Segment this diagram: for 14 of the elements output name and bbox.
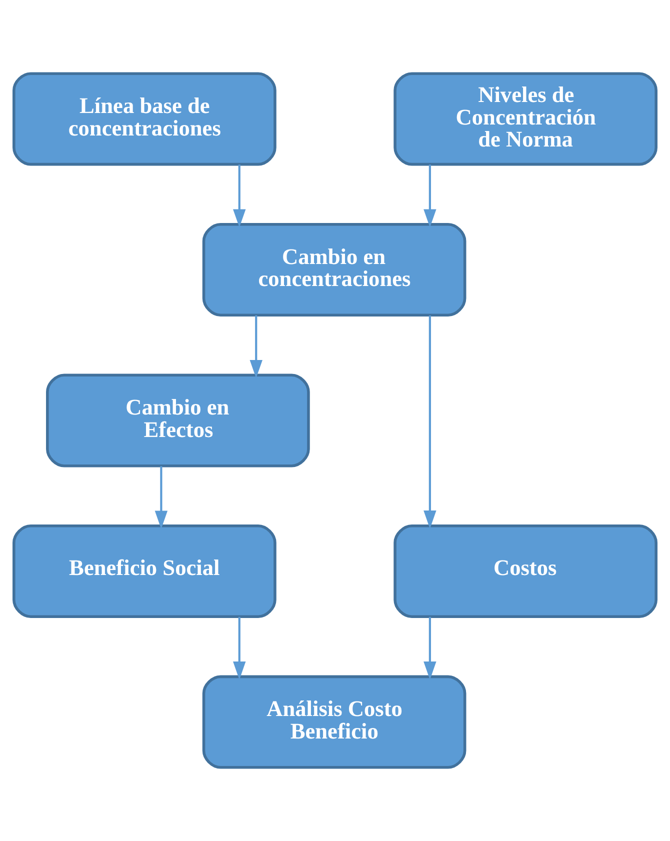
node-box: Costos bbox=[394, 524, 658, 618]
node-box: Niveles de Concentración de Norma bbox=[394, 72, 658, 166]
node-box: Análisis Costo Beneficio bbox=[202, 675, 466, 769]
arrow bbox=[424, 616, 436, 680]
arrow bbox=[424, 316, 436, 529]
node-box: Línea base de concentraciones bbox=[12, 72, 276, 166]
arrow bbox=[154, 466, 168, 529]
arrow bbox=[424, 164, 436, 228]
node-box: Cambio en Efectos bbox=[46, 374, 310, 468]
arrow bbox=[250, 315, 262, 378]
arrow bbox=[233, 164, 246, 228]
node-box: Beneficio Social bbox=[12, 524, 276, 618]
node-box: Cambio en concentraciones bbox=[202, 222, 466, 316]
arrow bbox=[233, 616, 246, 680]
